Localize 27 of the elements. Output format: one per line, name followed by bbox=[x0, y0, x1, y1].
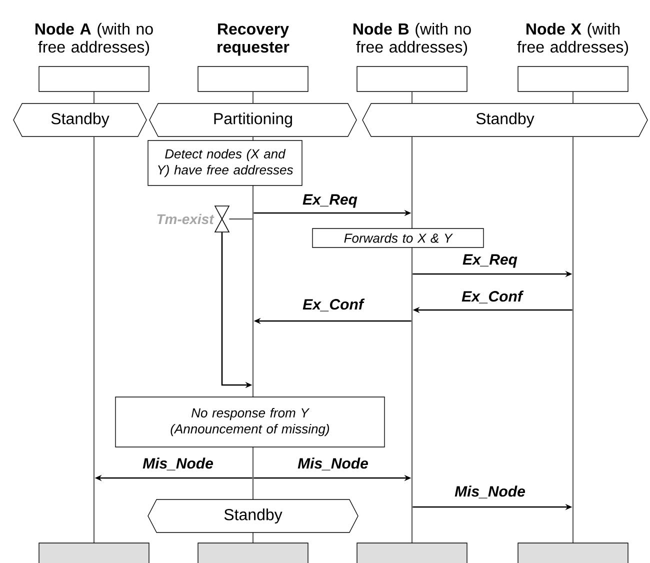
participant-heading: Node X (with free addresses) bbox=[517, 22, 628, 56]
note-box: Forwards to X & Y bbox=[312, 228, 484, 248]
note-box: No response from Y (Announcement of missing) bbox=[115, 396, 385, 448]
participant-heading: Recovery requester bbox=[218, 23, 290, 56]
edge-label: Ex_Conf bbox=[302, 298, 365, 312]
participant-heading: Node A (with no free addresses) bbox=[36, 22, 153, 56]
state-hexagon: Standby bbox=[148, 499, 358, 533]
participant-box bbox=[356, 542, 468, 563]
lifeline bbox=[252, 92, 254, 104]
edge-label: Mis_Node bbox=[296, 456, 370, 472]
state-hexagon: Standby bbox=[13, 103, 147, 137]
participant-box bbox=[198, 542, 308, 563]
state-hexagon: Partitioning bbox=[149, 103, 357, 137]
note-box: Detect nodes (X and Y) have free addresses bbox=[148, 140, 302, 186]
participant-box bbox=[38, 542, 150, 563]
lifeline bbox=[572, 92, 574, 104]
edge-label: Mis_Node bbox=[142, 456, 214, 472]
state-hexagon: Standby bbox=[362, 103, 648, 137]
participant-box bbox=[518, 542, 628, 563]
timer-line bbox=[228, 218, 253, 220]
edge-label: Ex_Req bbox=[302, 193, 359, 209]
participant-heading: Node B (with no free addresses) bbox=[354, 22, 471, 56]
timer-label: Tm-exist bbox=[157, 214, 214, 224]
edge-label: Mis_Node bbox=[454, 484, 526, 500]
edge-label: Ex_Req bbox=[462, 253, 519, 269]
edge-label: Ex_Conf bbox=[460, 290, 524, 304]
lifeline bbox=[572, 136, 574, 544]
